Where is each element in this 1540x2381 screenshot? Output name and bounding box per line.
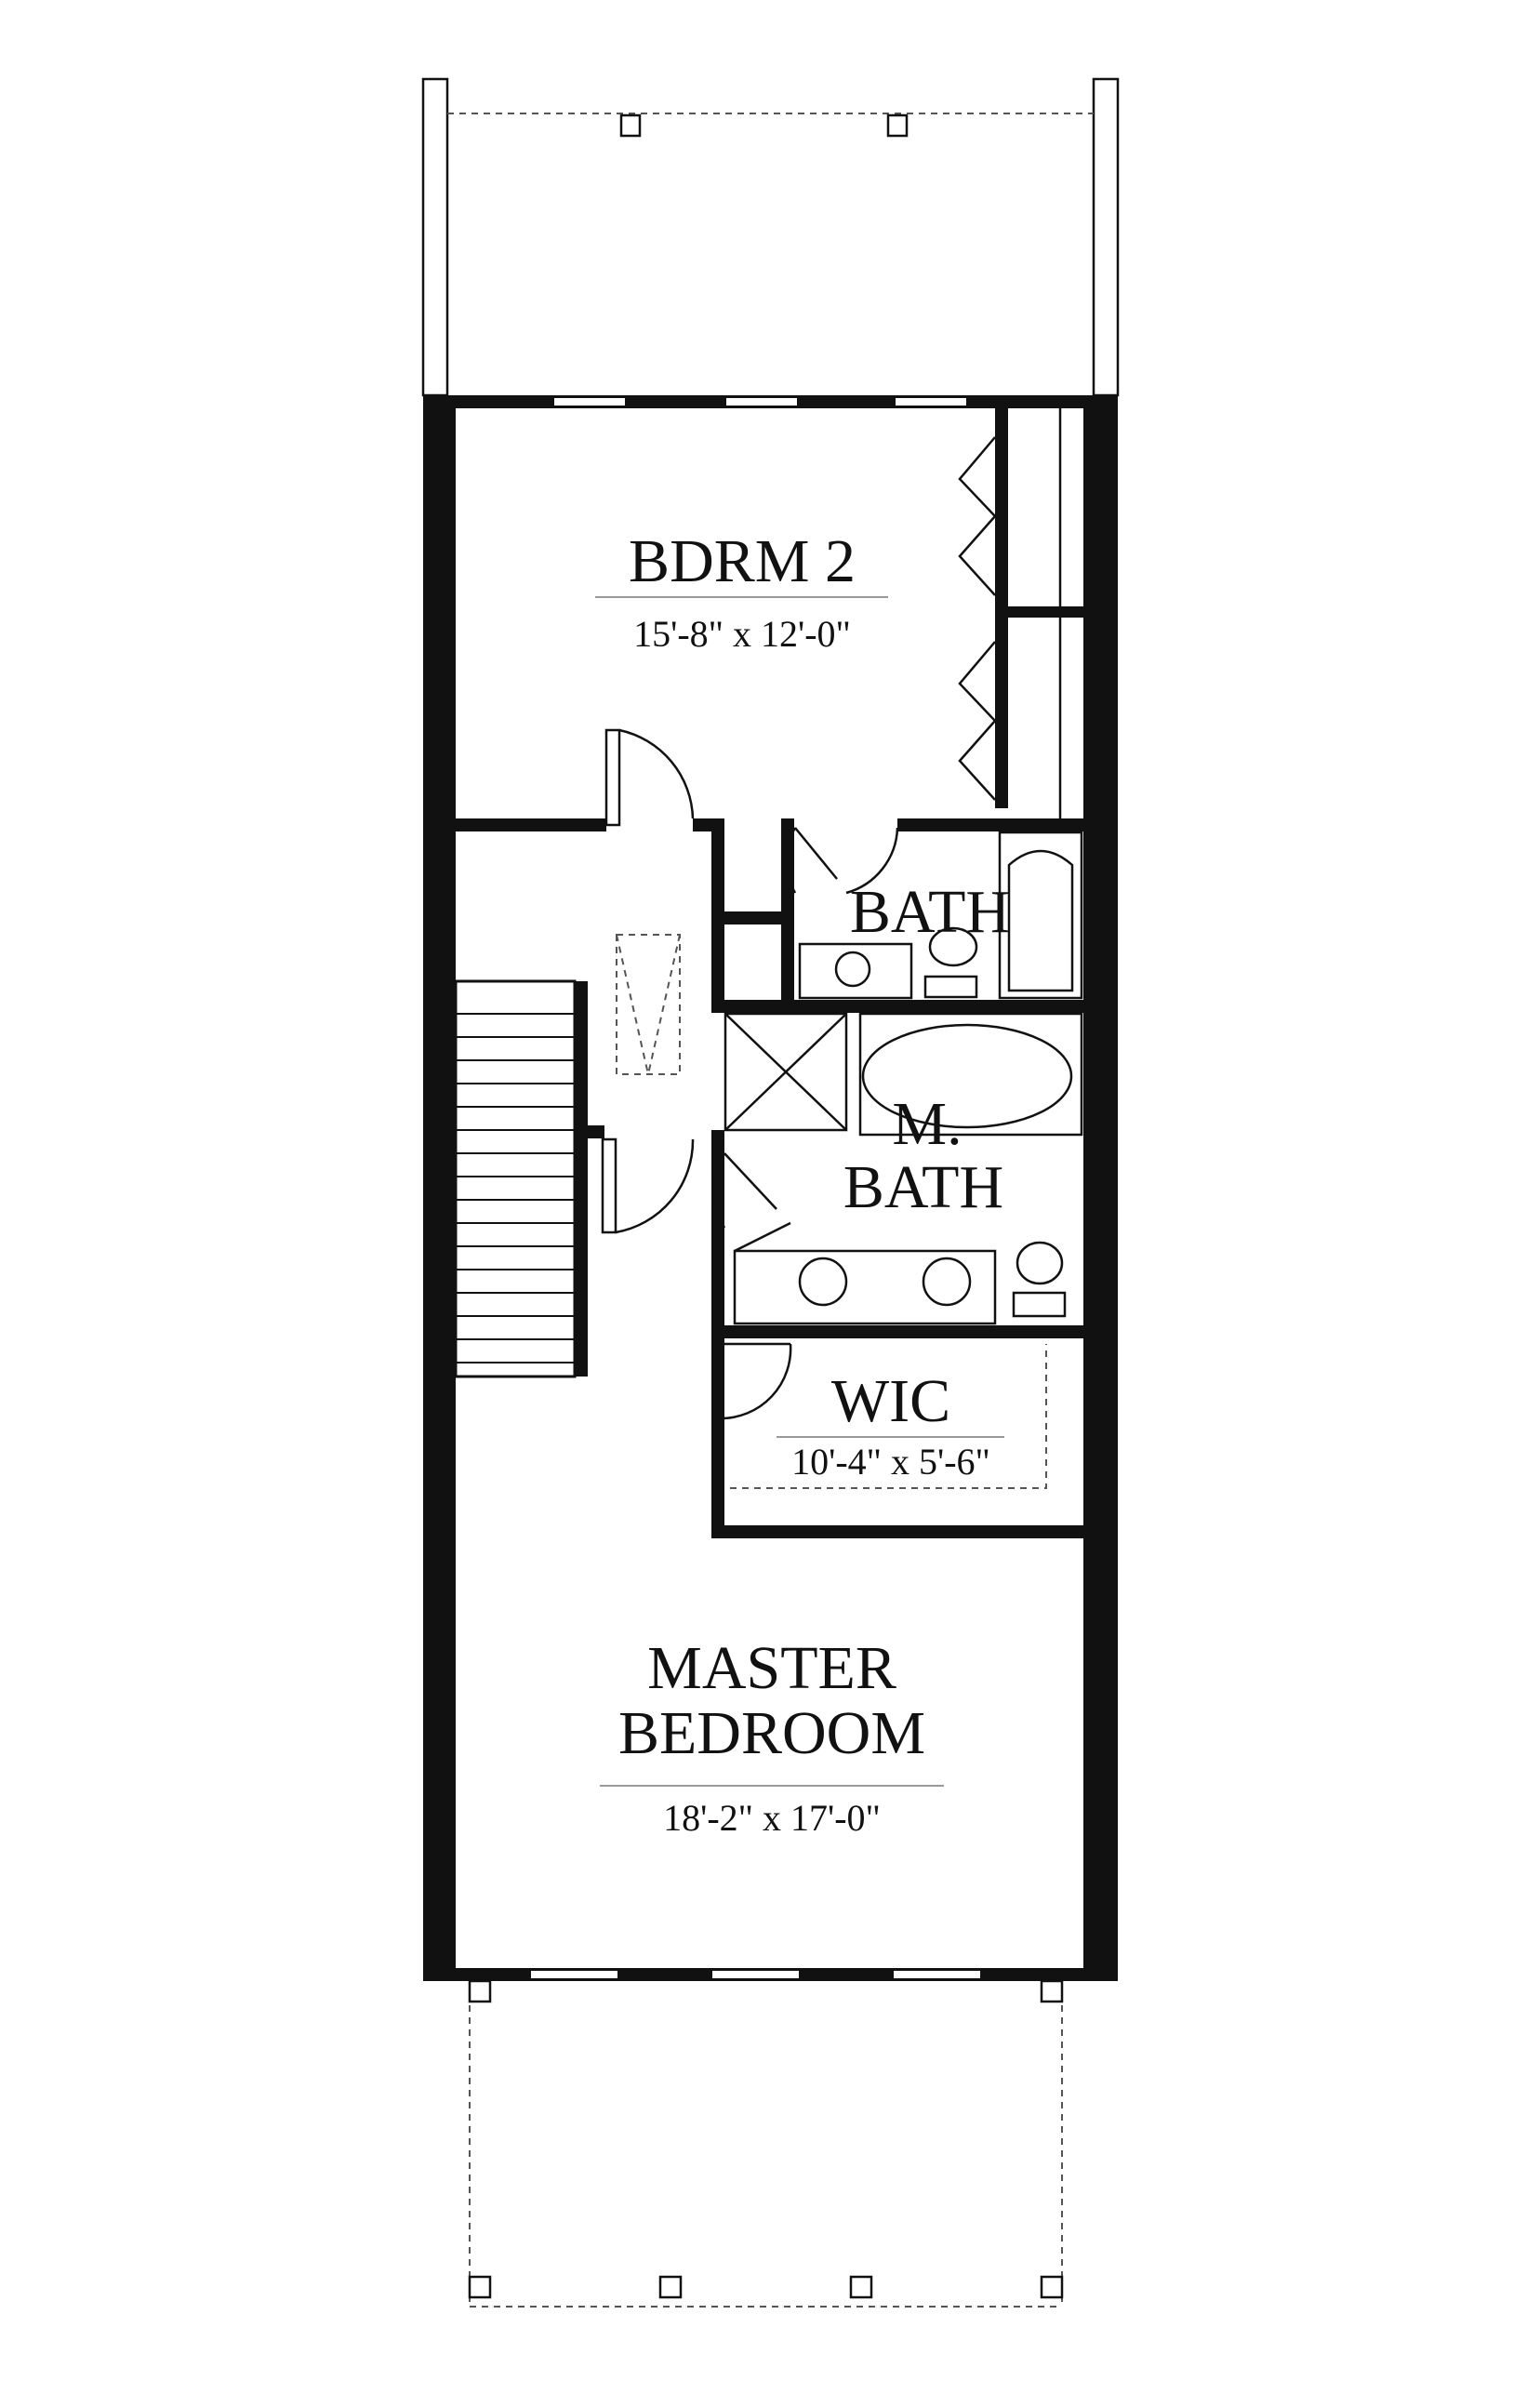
wic-dims: 10'-4" x 5'-6" <box>791 1441 990 1483</box>
m-bath-name-line1: M. <box>892 1090 962 1158</box>
stairs <box>454 979 588 1378</box>
wic-shelving <box>730 1344 1047 1489</box>
master-dims: 18'-2" x 17'-0" <box>663 1797 881 1839</box>
master-name-line2: BEDROOM <box>618 1699 925 1767</box>
master-name-line1: MASTER <box>647 1634 896 1702</box>
bdrm2-closets <box>958 408 1083 818</box>
bath-name: BATH <box>850 878 1010 946</box>
exterior-walls <box>423 395 1118 1981</box>
interior-walls <box>456 818 1083 1538</box>
windows <box>529 396 982 1980</box>
bath-fixtures <box>798 831 1083 1000</box>
room-labels: BDRM 2 15'-8" x 12'-0" BATH M. BATH WIC … <box>595 527 1010 1839</box>
m-bath-fixtures <box>724 1012 1083 1325</box>
bottom-porch <box>468 1979 1064 2308</box>
bdrm2-name: BDRM 2 <box>629 527 856 595</box>
wic-name: WIC <box>831 1367 950 1435</box>
hall-closet <box>616 934 681 1075</box>
doors <box>601 728 899 1420</box>
top-porch <box>421 77 1120 397</box>
bdrm2-dims: 15'-8" x 12'-0" <box>633 613 851 655</box>
m-bath-name-line2: BATH <box>843 1153 1003 1221</box>
